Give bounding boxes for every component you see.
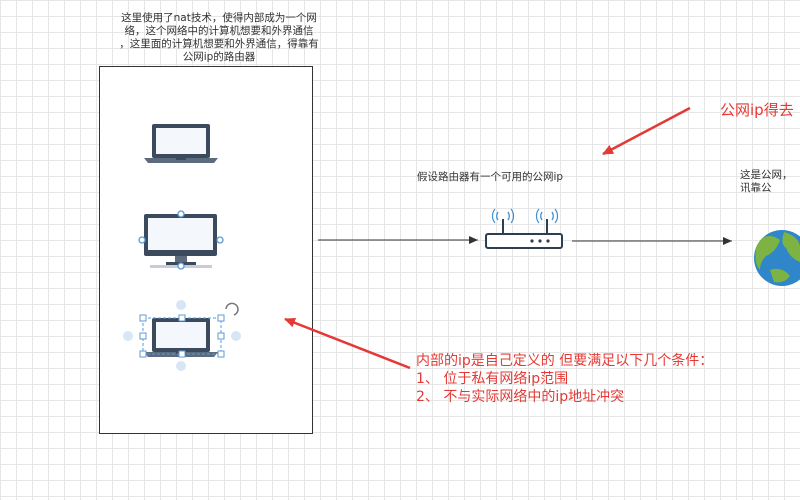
wifi-signal-icon [535, 208, 559, 224]
private-ip-annotation-line-3: 2、 不与实际网络中的ip地址冲突 [416, 389, 625, 405]
private-ip-annotation-line-1: 内部的ip是自己定义的 但要满足以下几个条件： [416, 353, 714, 369]
wifi-signal-icon [491, 208, 515, 224]
private-ip-annotation[interactable]: 内部的ip是自己定义的 但要满足以下几个条件： 1、 位于私有网络ip范围 2、… [416, 352, 800, 406]
globe-icon[interactable] [754, 230, 800, 286]
private-ip-pointer-arrow[interactable] [284, 317, 411, 370]
router-icon[interactable] [485, 219, 563, 249]
monitor-selection-handles[interactable] [138, 210, 224, 270]
public-network-note[interactable]: 这是公网， 讯靠公 [740, 169, 800, 195]
public-network-note-line-2: 讯靠公 [740, 182, 772, 194]
laptop-icon[interactable] [144, 124, 218, 163]
lan-description-line-3: ，这里面的计算机想要和外界通信，得靠有 [119, 38, 319, 50]
lan-description[interactable]: 这里使用了nat技术，使得内部成为一个网 络，这个网络中的计算机想要和外界通信 … [88, 12, 350, 64]
laptop-icon[interactable] [144, 318, 218, 357]
lan-description-line-1: 这里使用了nat技术，使得内部成为一个网 [121, 12, 317, 24]
public-ip-annotation[interactable]: 公网ip得去 [720, 101, 794, 119]
public-ip-pointer-arrow[interactable] [602, 106, 691, 156]
router-label[interactable]: 假设路由器有一个可用的公网ip [416, 171, 564, 183]
laptop-selection-frame[interactable] [123, 300, 241, 371]
desktop-monitor-icon[interactable] [144, 214, 217, 268]
lan-description-line-4: 公网ip的路由器 [182, 51, 256, 63]
private-ip-annotation-line-2: 1、 位于私有网络ip范围 [416, 371, 569, 387]
lan-description-line-2: 络，这个网络中的计算机想要和外界通信 [124, 25, 314, 37]
public-network-note-line-1: 这是公网， [740, 169, 793, 181]
